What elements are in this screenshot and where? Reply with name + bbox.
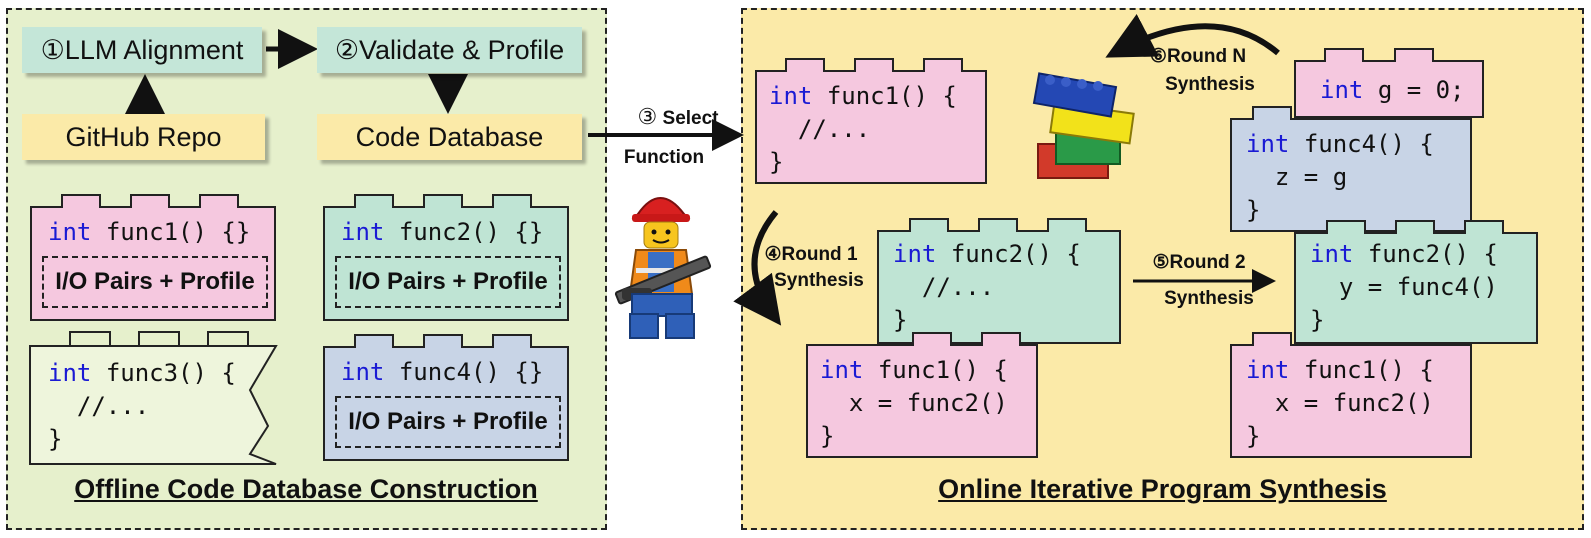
db-func1-block: int func1() {} I/O Pairs + Profile: [30, 194, 276, 321]
round1-func1-block: int func1() { x = func2() }: [806, 332, 1038, 458]
step3-label-line1: ③ Select: [637, 104, 719, 129]
rejected-func3-block: [29, 331, 278, 465]
func3-line2: //...: [48, 392, 150, 420]
roundN-func2-block: int func2() { y = func4() }: [1294, 220, 1538, 344]
step3-label-line2: Function: [623, 147, 705, 168]
lego-worker-icon: [614, 197, 712, 339]
io-pairs-profile-label: I/O Pairs + Profile: [335, 396, 561, 448]
github-repo-box: GitHub Repo: [22, 114, 265, 160]
step5-label-line1: ⑤Round 2: [1152, 252, 1246, 273]
func2-signature: func2() {}: [398, 218, 544, 246]
step6-label-line1: ⑥Round N: [1149, 46, 1247, 67]
roundN-func4-block: int func4() { z = g }: [1230, 106, 1472, 232]
func3-line3: }: [48, 425, 63, 453]
int-keyword: int: [341, 358, 385, 386]
roundN-func1-block: int func1() { x = func2() }: [1230, 332, 1472, 458]
arrow-round1: [733, 210, 782, 326]
db-func2-block: int func2() {} I/O Pairs + Profile: [323, 194, 569, 321]
arrow-roundN: [1105, 14, 1280, 58]
online-title: Online Iterative Program Synthesis: [938, 474, 1387, 504]
func3-line1: int func3() {: [48, 359, 236, 387]
db-func4-block: int func4() {} I/O Pairs + Profile: [323, 334, 569, 461]
io-pairs-profile-label: I/O Pairs + Profile: [335, 256, 561, 308]
io-pairs-profile-label: I/O Pairs + Profile: [42, 256, 268, 308]
int-keyword: int: [48, 218, 92, 246]
int-keyword: int: [341, 218, 385, 246]
func4-signature: func4() {}: [398, 358, 544, 386]
code-database-box: Code Database: [317, 114, 582, 160]
func1-signature: func1() {}: [105, 218, 251, 246]
step4-label-line2: Synthesis: [774, 270, 864, 291]
step5-label-line2: Synthesis: [1164, 288, 1254, 309]
round0-func1-block: int func1() { //... }: [755, 58, 987, 184]
step4-label-line1: ④Round 1: [764, 244, 858, 265]
step1-llm-alignment: ①LLM Alignment: [22, 27, 262, 73]
lego-bricks-icon: [1032, 72, 1135, 179]
offline-title: Offline Code Database Construction: [74, 474, 538, 504]
roundN-global-g-block: int g = 0;: [1294, 48, 1484, 118]
round1-func2-block: int func2() { //... }: [877, 218, 1121, 344]
step2-validate-profile: ②Validate & Profile: [317, 27, 582, 73]
step6-label-line2: Synthesis: [1165, 74, 1255, 95]
